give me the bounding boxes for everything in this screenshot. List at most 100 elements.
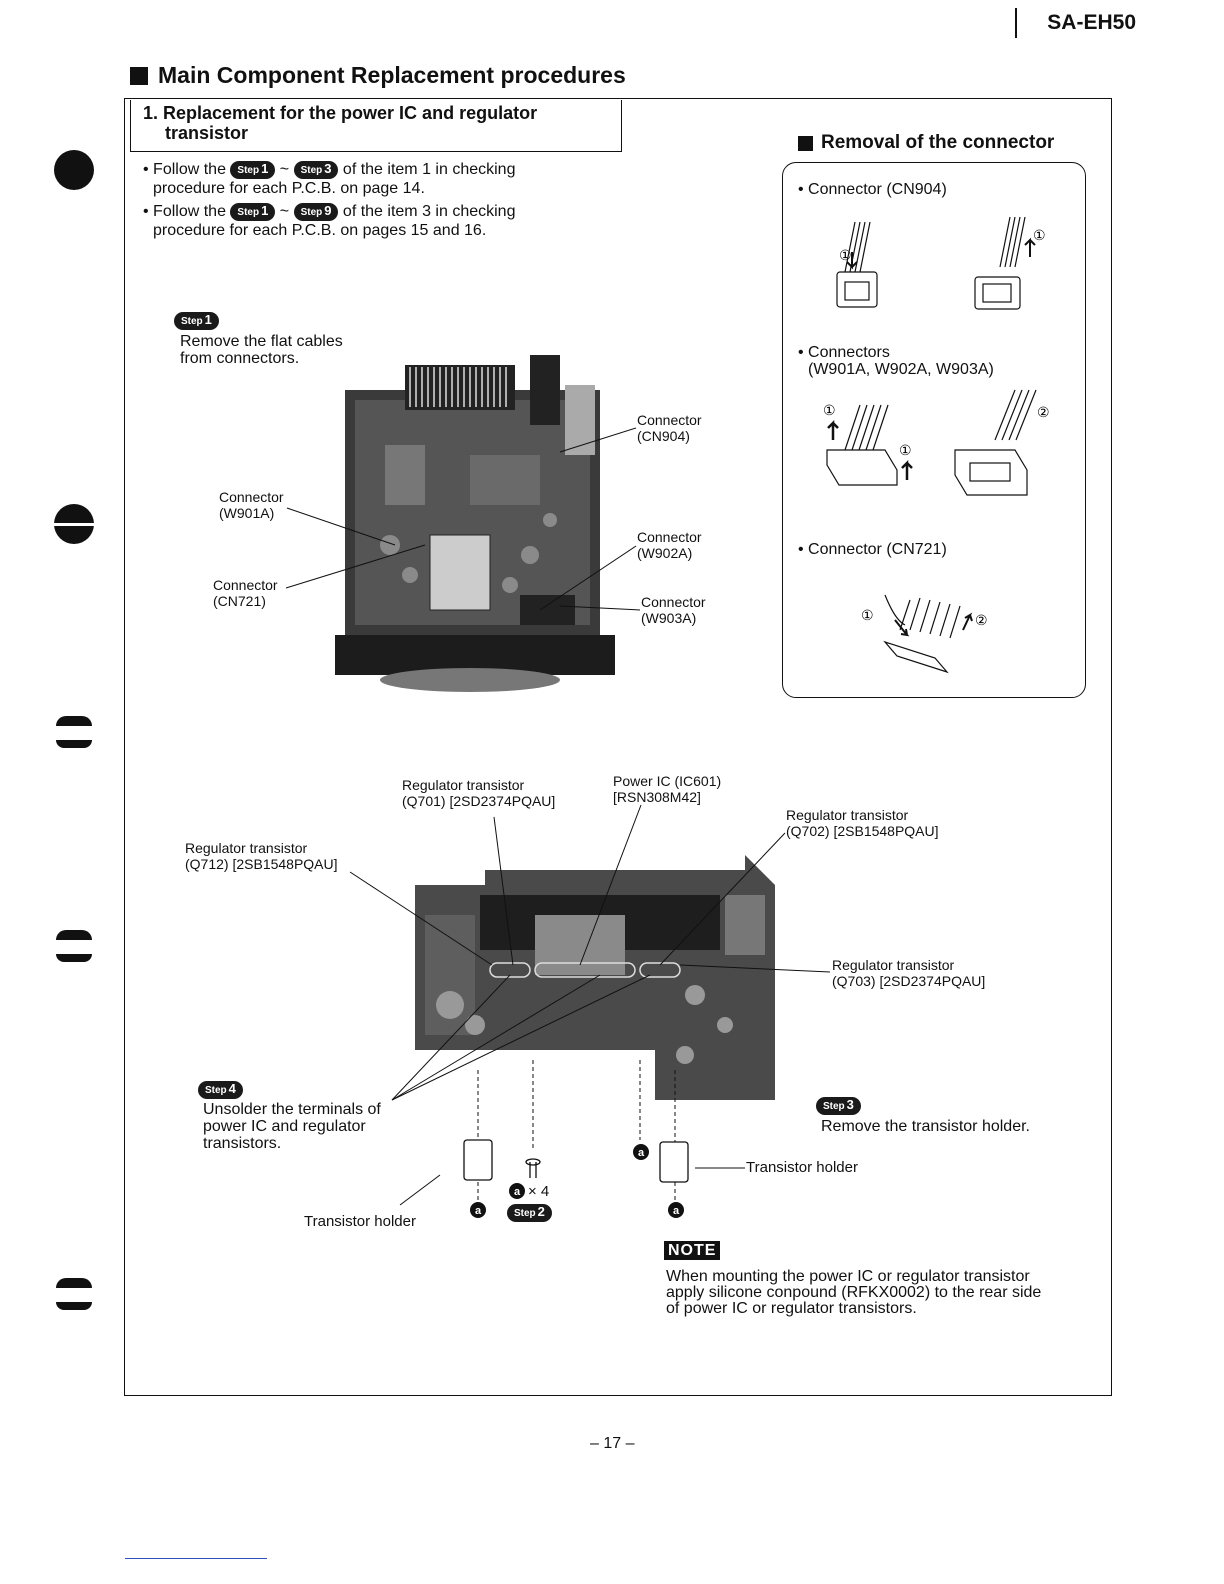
footer-rule: [125, 1558, 267, 1559]
step-badge-word: Step: [300, 206, 323, 218]
label-ic601-line1: Power IC (IC601): [613, 773, 722, 789]
step-badge-number: 1: [261, 202, 269, 218]
step-badge-word: Step: [514, 1208, 536, 1219]
step-badge-word: Step: [237, 164, 260, 176]
step1-line1: Remove the flat cables: [180, 333, 343, 350]
binder-notch-mark: [56, 1302, 92, 1310]
intro-bullet-1-pre: • Follow the: [143, 161, 226, 178]
section-heading-line1: 1. Replacement for the power IC and regu…: [143, 103, 538, 123]
step3-text: Remove the transistor holder.: [821, 1118, 1030, 1135]
screw-marker: a: [638, 1147, 645, 1159]
label-q703-line2: (Q703) [2SD2374PQAU]: [832, 973, 986, 989]
intro-bullet-2-line2: procedure for each P.C.B. on pages 15 an…: [153, 222, 487, 239]
step-marker-1: ①: [861, 607, 874, 623]
connector-sketch-cn904: ① ①: [836, 216, 1045, 310]
step-badge-word: Step: [181, 316, 203, 327]
intro-bullet-2-pre: • Follow the: [143, 203, 226, 220]
label-w901a: Connector (W901A): [219, 489, 284, 521]
label-q702-line1: Regulator transistor: [786, 807, 909, 823]
removal-title-text: Removal of the connector: [821, 132, 1055, 153]
step-badge-word: Step: [205, 1085, 227, 1096]
label-ic601-line2: [RSN308M42]: [613, 789, 701, 805]
label-w903a-line2: (W903A): [641, 610, 697, 626]
label-ic601: Power IC (IC601) [RSN308M42]: [613, 773, 721, 805]
label-q702-line2: (Q702) [2SB1548PQAU]: [786, 823, 939, 839]
label-cn721-line2: (CN721): [213, 593, 266, 609]
binder-notch-mark: [56, 954, 92, 962]
step-badge-number: 9: [324, 202, 332, 218]
label-q712-line1: Regulator transistor: [185, 840, 308, 856]
label-q703-line1: Regulator transistor: [832, 957, 955, 973]
connector-sketch-w9xx: ① ① ②: [823, 389, 1050, 496]
step-marker-1: ①: [899, 442, 912, 458]
label-w901a-line1: Connector: [219, 489, 284, 505]
pcb-photo-upper: [335, 355, 615, 692]
square-bullet-icon: [130, 66, 148, 85]
removal-box: [782, 162, 1086, 698]
step-badge-word: Step: [237, 206, 260, 218]
square-bullet-icon: [798, 135, 813, 151]
label-w901a-line2: (W901A): [219, 505, 275, 521]
removal-w9xx-line1: • Connectors: [798, 344, 890, 361]
step4-text: Unsolder the terminals of power IC and r…: [203, 1100, 381, 1153]
step1-text: Remove the flat cables from connectors.: [180, 332, 343, 368]
label-cn904: Connector (CN904): [637, 412, 702, 444]
intro-bullet-2-post: of the item 3 in checking: [342, 203, 516, 220]
label-q712-line2: (Q712) [2SB1548PQAU]: [185, 856, 338, 872]
step-badge-number: 1: [204, 312, 212, 327]
pcb-photo-lower: [415, 855, 775, 1100]
label-q701-line1: Regulator transistor: [402, 777, 525, 793]
label-q703: Regulator transistor (Q703) [2SD2374PQAU…: [832, 957, 985, 989]
intro-bullet-1-line2: procedure for each P.C.B. on page 14.: [153, 180, 425, 197]
binder-hole-mark: [54, 150, 94, 190]
step-marker-1: ①: [839, 247, 852, 263]
step-marker-2: ②: [1037, 404, 1050, 420]
label-w902a: Connector (W902A): [637, 529, 702, 561]
note-line2: apply silicone conpound (RFKX0002) to th…: [666, 1284, 1042, 1301]
page-title-text: Main Component Replacement procedures: [158, 62, 626, 88]
step-badge-word: Step: [300, 164, 323, 176]
label-holder-right: Transistor holder: [746, 1159, 858, 1176]
note-line1: When mounting the power IC or regulator …: [666, 1268, 1030, 1285]
step4-line3: transistors.: [203, 1135, 282, 1152]
step-badge-number: 1: [261, 160, 269, 176]
step-badge-number: 3: [846, 1097, 854, 1112]
removal-title: Removal of the connector: [798, 132, 1054, 154]
step-marker-1: ①: [823, 402, 836, 418]
binder-notch-mark: [56, 716, 92, 726]
step-marker-2: ②: [975, 612, 988, 628]
removal-cn721: • Connector (CN721): [798, 541, 947, 558]
note-text: When mounting the power IC or regulator …: [666, 1267, 1041, 1318]
page-title: Main Component Replacement procedures: [130, 62, 626, 89]
removal-cn904: • Connector (CN904): [798, 181, 947, 198]
label-holder-left: Transistor holder: [304, 1213, 416, 1230]
removal-w9xx-line2: (W901A, W902A, W903A): [808, 361, 994, 378]
step1-line2: from connectors.: [180, 350, 300, 367]
note-badge: NOTE: [664, 1241, 721, 1260]
label-w902a-line2: (W902A): [637, 545, 693, 561]
binder-notch-mark: [56, 740, 92, 748]
label-cn721: Connector (CN721): [213, 577, 278, 609]
step-badge-number: 4: [228, 1081, 236, 1096]
label-w903a-line1: Connector: [641, 594, 706, 610]
step-badge-word: Step: [823, 1101, 845, 1112]
screw-marker: a: [514, 1186, 521, 1198]
screw-count: × 4: [528, 1183, 550, 1200]
removal-w9xx: • Connectors (W901A, W902A, W903A): [798, 343, 994, 379]
label-cn721-line1: Connector: [213, 577, 278, 593]
